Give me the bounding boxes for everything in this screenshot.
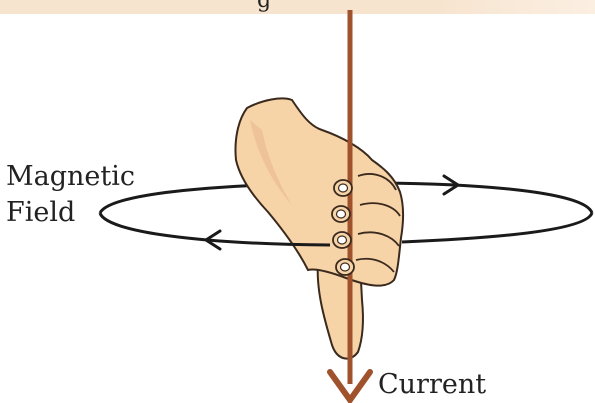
current-label: Current: [378, 371, 486, 398]
magnetic-field-label-line2: Field: [6, 199, 75, 226]
fingernail-4: [341, 263, 350, 271]
fingernail-3: [338, 236, 347, 244]
hand-palm: [235, 98, 403, 285]
fingernail-1: [339, 184, 348, 192]
fingernail-2: [337, 210, 346, 218]
magnetic-field-label-line1: Magnetic: [6, 163, 135, 190]
field-loop-front-right: [402, 213, 592, 242]
